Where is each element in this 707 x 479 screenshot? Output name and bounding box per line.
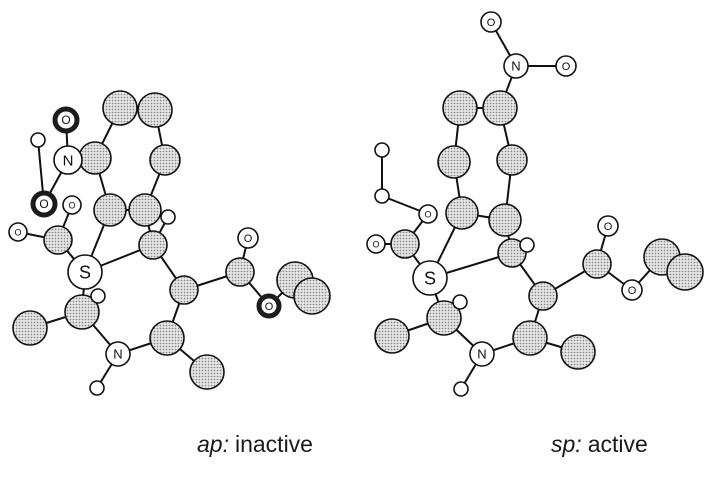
carbon-atom (560, 334, 596, 370)
oxygen-atom (480, 11, 502, 33)
oxygen-atom-label: O (14, 227, 21, 237)
oxygen-atom-label: O (244, 233, 253, 245)
oxygen-atom (256, 293, 282, 319)
hydrogen-atom (374, 188, 390, 204)
sulfur-atom-label: S (424, 268, 436, 288)
ap-inactive-structure: S N O O N O O O O (8, 90, 331, 396)
sulfur-atom-label: S (79, 262, 91, 282)
carbon-atom (189, 354, 225, 390)
ap-atoms: S N O O N O O O O (8, 90, 331, 396)
oxygen-atom (62, 195, 82, 215)
carbon-atom (149, 144, 181, 176)
ap-label: ap: (197, 431, 229, 457)
nitrogen-atom-label: N (511, 59, 520, 74)
nitrogen-atom (105, 341, 131, 367)
hydrogen-atom (30, 132, 46, 148)
oxygen-atom-label: O (39, 197, 48, 211)
nitrogen-atom (53, 145, 83, 175)
oxygen-atom-label: O (487, 17, 496, 29)
oxygen-atom-label: O (68, 200, 75, 210)
carbon-atom (482, 90, 518, 126)
oxygen-atom-label: O (372, 239, 379, 249)
oxygen-atom-label: O (628, 285, 637, 297)
carbon-atom (445, 196, 479, 230)
carbon-atom (12, 310, 48, 346)
nitrogen-atom-label: N (113, 347, 122, 362)
sp-active-structure: S N O O N O O O O (366, 11, 704, 397)
carbon-atom (138, 230, 168, 260)
carbon-atom (582, 249, 612, 279)
sp-label: sp: (551, 431, 582, 457)
carbon-atom (93, 193, 127, 227)
carbon-atom (442, 90, 478, 126)
hydrogen-atom (519, 237, 535, 253)
carbon-atom (78, 141, 112, 175)
oxygen-atom-label: O (604, 221, 613, 233)
carbon-atom (666, 253, 704, 291)
carbon-atom (496, 144, 528, 176)
sulfur-atom (67, 254, 103, 290)
oxygen-atom (418, 204, 438, 224)
oxygen-atom (555, 55, 577, 77)
carbon-atom (374, 318, 410, 354)
carbon-atom (426, 300, 462, 336)
carbon-atom (43, 225, 73, 255)
hydrogen-atom (89, 380, 105, 396)
hydrogen-atom (452, 294, 468, 310)
carbon-atom (293, 277, 331, 315)
carbon-atom (437, 145, 471, 179)
nitrogen-atom (503, 53, 529, 79)
hydrogen-atom (160, 209, 176, 225)
sp-atoms: S N O O N O O O O (366, 11, 704, 397)
oxygen-atom-label: O (265, 301, 274, 313)
nitrogen-atom-label: N (477, 347, 486, 362)
nitrogen-atom (469, 341, 495, 367)
carbon-atom (390, 229, 420, 259)
oxygen-atom (8, 222, 28, 242)
inactive-label: inactive (234, 431, 313, 457)
hydrogen-atom (453, 381, 469, 397)
carbon-atom (169, 275, 199, 305)
oxygen-atom-label: O (61, 113, 70, 127)
oxygen-atom (597, 215, 619, 237)
oxygen-atom (237, 227, 259, 249)
carbon-atom (528, 281, 558, 311)
carbon-atom (64, 294, 100, 330)
sp-active-caption: sp:active (551, 431, 648, 458)
ap-inactive-caption: ap:inactive (197, 431, 313, 458)
carbon-atom (512, 320, 548, 356)
oxygen-atom-label: O (424, 209, 431, 219)
carbon-atom (149, 320, 185, 356)
oxygen-atom (366, 234, 386, 254)
carbon-atom (497, 238, 527, 268)
hydrogen-atom (374, 142, 390, 158)
oxygen-atom (621, 279, 643, 301)
oxygen-atom-label: O (562, 61, 571, 73)
sulfur-atom (412, 260, 448, 296)
oxygen-atom (52, 106, 80, 134)
nitrogen-atom-label: N (63, 152, 74, 169)
carbon-atom (488, 203, 522, 237)
active-label: active (587, 431, 648, 457)
carbon-atom (128, 193, 162, 227)
oxygen-atom (30, 190, 58, 218)
carbon-atom (225, 257, 255, 287)
carbon-atom (137, 92, 173, 128)
hydrogen-atom (90, 288, 106, 304)
carbon-atom (102, 90, 138, 126)
